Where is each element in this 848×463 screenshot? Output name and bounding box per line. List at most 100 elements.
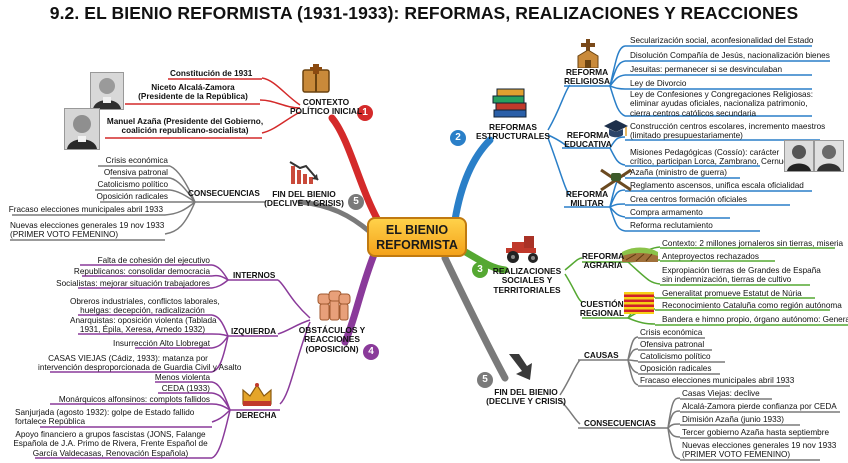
- educativa-item-misiones-line2: crítico, participan Lorca, Zambrano, Cer…: [630, 157, 792, 166]
- agraria-label-line2: AGRARIA: [578, 261, 628, 270]
- educativa-item-misiones-line1: Misiones Pedagógicas (Cossío): carácter: [630, 148, 792, 157]
- obstaculos-label-line3: (OPOSICIÓN): [290, 345, 374, 354]
- crown-icon: [240, 382, 274, 408]
- izquierda-item-obreros-line1: Obreros industriales, conflictos laboral…: [70, 297, 215, 306]
- regional-item-reconocimiento: Reconocimiento Cataluña como región autó…: [662, 301, 842, 310]
- number-badge-2: 2: [450, 130, 466, 146]
- religiosa-item-confesiones: Ley de Confesiones y Congregaciones Reli…: [630, 90, 813, 118]
- number-badge-5-right: 5: [477, 372, 493, 388]
- central-node-line2: REFORMISTA: [369, 238, 465, 253]
- izquierda-item-casas-viejas: CASAS VIEJAS (Cádiz, 1933): matanza por …: [38, 354, 218, 373]
- izquierda-item-obreros-line2: huelgas: decepción, radicalización: [70, 306, 215, 315]
- agraria-item-expropiacion: Expropiación tierras de Grandes de Españ…: [662, 266, 821, 285]
- religiosa-item-disolucion: Disolución Compañía de Jesús, nacionaliz…: [630, 51, 830, 60]
- tractor-icon: [504, 234, 544, 264]
- fin-left-label: FIN DEL BIENIO (DECLIVE Y CRISIS): [262, 190, 346, 209]
- militar-label-line2: MILITAR: [562, 199, 612, 208]
- regional-item-bandera: Bandera e himno propio, órgano autónomo:…: [662, 315, 848, 324]
- fin-left-item-elecciones-line1: Nuevas elecciones generales 19 nov 1933: [10, 221, 164, 230]
- fin-left-item-catolicismo: Catolicismo político: [20, 180, 168, 189]
- fin-left-label-line2: (DECLIVE Y CRISIS): [262, 199, 346, 208]
- consecuencias-item-casas-viejas: Casas Viejas: declive: [682, 389, 760, 398]
- branch-reformas: [455, 140, 490, 220]
- fin-left-item-ofensiva: Ofensiva patronal: [20, 168, 168, 177]
- contexto-label-line2: POLÍTICO INICIAL: [278, 107, 374, 116]
- agraria-item-expropiacion-line2: sin indemnización, tierras de cultivo: [662, 275, 821, 284]
- contexto-item-alcala-zamora-line2: (Presidente de la República): [128, 92, 258, 101]
- fin-left-item-elecciones: Nuevas elecciones generales 19 nov 1933 …: [10, 221, 164, 240]
- contexto-item-azana: Manuel Azaña (Presidente del Gobierno, c…: [100, 117, 270, 136]
- izquierda-item-llobregat: Insurrección Alto Llobregat: [90, 339, 210, 348]
- central-node: EL BIENIO REFORMISTA: [367, 217, 467, 257]
- reformas-label: REFORMAS ESTRUCTURALES: [472, 123, 554, 142]
- izquierda-item-casas-viejas-line2: intervención desproporcionada de Guardia…: [38, 363, 218, 372]
- contexto-item-alcala-zamora-line1: Niceto Alcalá-Zamora: [128, 83, 258, 92]
- catalan-flag-icon: [624, 292, 654, 314]
- religiosa-label: REFORMA RELIGIOSA: [562, 68, 612, 87]
- causas-item-ofensiva: Ofensiva patronal: [640, 340, 704, 349]
- realizaciones-label-line3: TERRITORIALES: [486, 286, 568, 295]
- educativa-item-construccion: Construcción centros escolares, incremen…: [630, 122, 825, 141]
- agraria-item-anteproyectos: Anteproyectos rechazados: [662, 252, 759, 261]
- portrait-zambrano: [814, 140, 844, 172]
- izquierda-label: IZQUIERDA: [231, 327, 276, 336]
- contexto-label: CONTEXTO POLÍTICO INICIAL: [278, 98, 374, 117]
- fin-right-label: FIN DEL BIENIO (DECLIVE Y CRISIS): [484, 388, 568, 407]
- fin-left-item-elecciones-line2: (PRIMER VOTO FEMENINO): [10, 230, 164, 239]
- educativa-item-construccion-line1: Construcción centros escolares, incremen…: [630, 122, 825, 131]
- internos-item-cohesion: Falta de cohesión del ejecutivo: [40, 256, 210, 265]
- agraria-label: REFORMA AGRARIA: [578, 252, 628, 271]
- religiosa-label-line2: RELIGIOSA: [562, 77, 612, 86]
- izquierda-item-casas-viejas-line1: CASAS VIEJAS (Cádiz, 1933): matanza por: [38, 354, 218, 363]
- derecha-item-menos-violenta: Menos violenta: [60, 373, 210, 382]
- portrait-alcala-zamora: [90, 72, 124, 110]
- agraria-item-contexto: Contexto: 2 millones jornaleros sin tier…: [662, 239, 843, 248]
- derecha-item-apoyo-financiero-line1: Apoyo financiero a grupos fascistas (JON…: [8, 430, 213, 439]
- derecha-item-sanjurjada-line2: fortalece República: [15, 417, 194, 426]
- militar-item-centros: Crea centros formación oficiales: [630, 195, 747, 204]
- educativa-item-misiones: Misiones Pedagógicas (Cossío): carácter …: [630, 148, 792, 167]
- izquierda-item-anarquistas-line2: 1931, Épila, Xeresa, Arnedo 1932): [70, 325, 215, 334]
- church-cross-icon: [573, 38, 603, 68]
- central-node-line1: EL BIENIO: [369, 223, 465, 238]
- militar-item-azana: Azaña (ministro de guerra): [630, 168, 727, 177]
- number-badge-5-left: 5: [348, 194, 364, 210]
- realizaciones-label: REALIZACIONES SOCIALES Y TERRITORIALES: [486, 267, 568, 295]
- religiosa-item-divorcio: Ley de Divorcio: [630, 79, 686, 88]
- militar-item-armamento: Compra armamento: [630, 208, 703, 217]
- derecha-item-sanjurjada: Sanjurjada (agosto 1932): golpe de Estad…: [15, 408, 194, 427]
- izquierda-item-anarquistas: Anarquistas: oposición violenta (Tablada…: [70, 316, 215, 335]
- militar-label: REFORMA MILITAR: [562, 190, 612, 209]
- constitution-book-icon: [299, 62, 333, 96]
- religiosa-item-jesuitas: Jesuitas: permanecer si se desvinculaban: [630, 65, 782, 74]
- internos-item-republicanos: Republicanos: consolidar democracia: [40, 267, 210, 276]
- causas-label: CAUSAS: [584, 351, 619, 360]
- regional-label: CUESTIÓN REGIONAL: [576, 300, 628, 319]
- izquierda-item-anarquistas-line1: Anarquistas: oposición violenta (Tablada: [70, 316, 215, 325]
- religiosa-item-secularizacion: Secularización social, aconfesionalidad …: [630, 36, 813, 45]
- down-arrow-icon: [505, 352, 537, 382]
- consecuencias-item-dimision: Dimisión Azaña (junio 1933): [682, 415, 784, 424]
- contexto-item-azana-line1: Manuel Azaña (Presidente del Gobierno,: [100, 117, 270, 126]
- fin-left-item-crisis: Crisis económica: [20, 156, 168, 165]
- raised-fists-icon: [314, 290, 352, 322]
- causas-item-crisis: Crisis económica: [640, 328, 702, 337]
- regional-item-generalitat: Generalitat promueve Estatut de Núria: [662, 289, 802, 298]
- religiosa-item-confesiones-line3: cierra centros católicos secundaria: [630, 109, 813, 118]
- internos-label: INTERNOS: [233, 271, 275, 280]
- consecuencias-right-label: CONSECUENCIAS: [584, 419, 656, 428]
- derecha-item-apoyo-financiero-line3: García Valdecasas, Renovación Española): [8, 449, 213, 458]
- contexto-item-azana-line2: coalición republicano-socialista): [100, 126, 270, 135]
- obstaculos-label: OBSTÁCULOS Y REACCIONES (OPOSICIÓN): [290, 326, 374, 354]
- regional-label-line2: REGIONAL: [576, 309, 628, 318]
- derecha-item-sanjurjada-line1: Sanjurjada (agosto 1932): golpe de Estad…: [15, 408, 194, 417]
- militar-item-reclutamiento: Reforma reclutamiento: [630, 221, 713, 230]
- fin-left-consecuencias-label: CONSECUENCIAS: [188, 189, 260, 198]
- portrait-lorca: [784, 140, 814, 172]
- religiosa-item-confesiones-line1: Ley de Confesiones y Congregaciones Reli…: [630, 90, 813, 99]
- agraria-item-expropiacion-line1: Expropiación tierras de Grandes de Españ…: [662, 266, 821, 275]
- books-stack-icon: [490, 86, 530, 120]
- reformas-label-line2: ESTRUCTURALES: [472, 132, 554, 141]
- consecuencias-item-elecciones-line1: Nuevas elecciones generales 19 nov 1933: [682, 441, 836, 450]
- religiosa-item-confesiones-line2: eliminar ayudas oficiales, nacionaliza p…: [630, 99, 813, 108]
